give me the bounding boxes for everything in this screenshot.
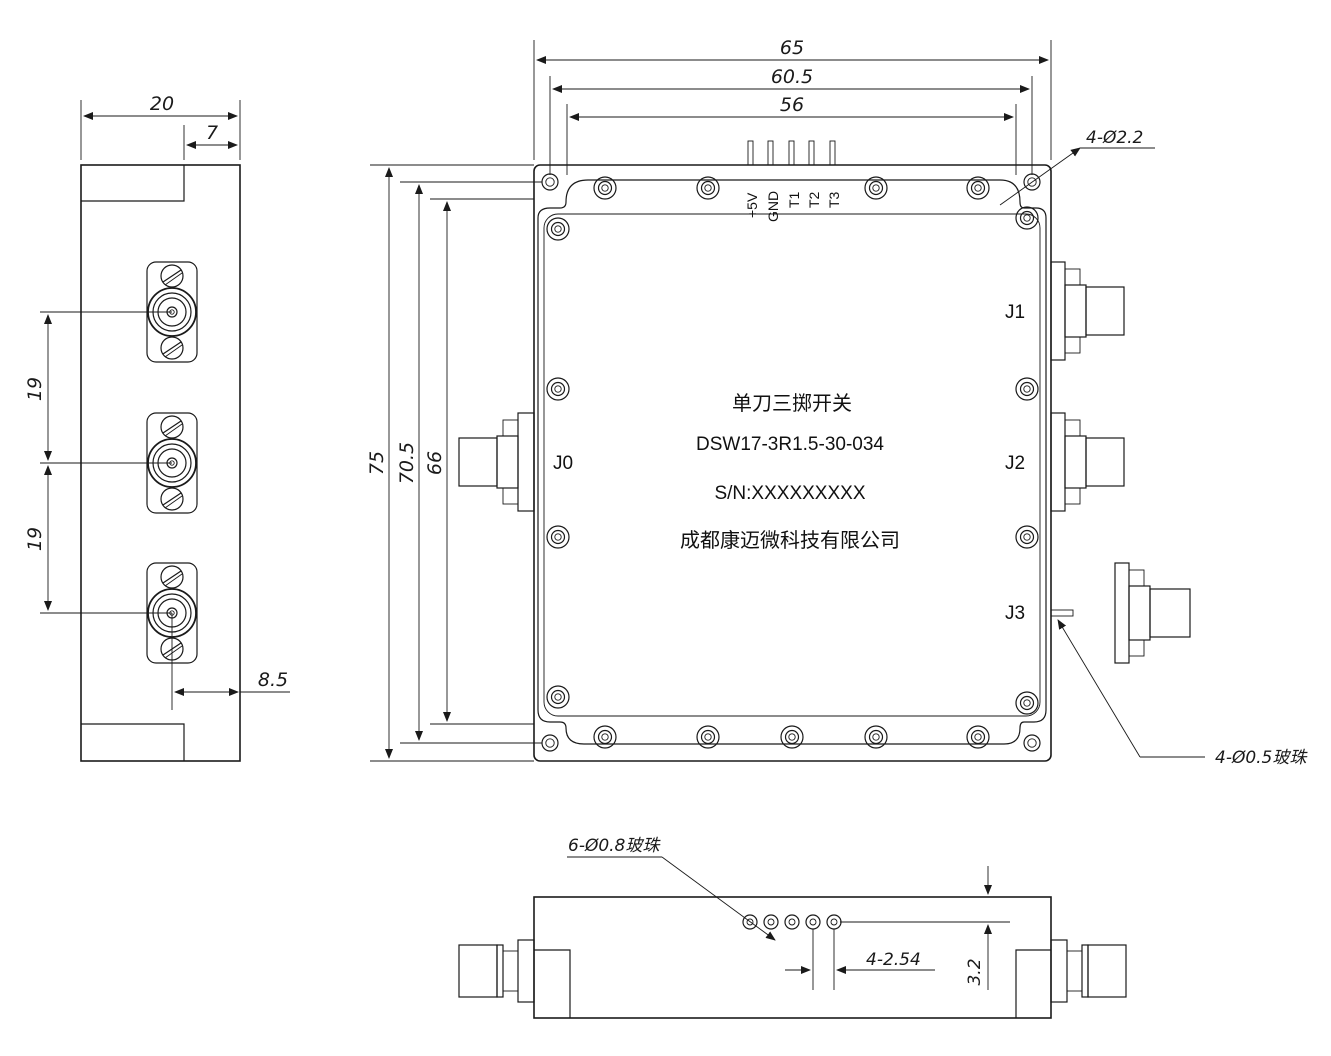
bottom-height-dim: 3.2: [965, 958, 985, 985]
company-name: 成都康迈微科技有限公司: [680, 528, 900, 552]
hole-note: 4-Ø2.2: [1086, 128, 1143, 148]
module-flange: [533, 164, 1052, 762]
pin-label-t2: T2: [806, 191, 822, 208]
sma-connector-j2: [1050, 412, 1125, 512]
serial-number: S/N:XXXXXXXXX: [714, 483, 865, 504]
side-offset-dim: 7: [206, 122, 218, 144]
port-label-j1: J1: [1005, 302, 1025, 323]
dim-width-inner: 56: [780, 94, 804, 116]
pin-label-t3: T3: [826, 191, 842, 208]
pin-label-5v: +5V: [744, 192, 760, 218]
dim-height-inner: 66: [424, 451, 446, 475]
dc-pins: [747, 140, 836, 166]
side-pitch-dim-1: 19: [24, 377, 46, 401]
pin-pitch-note: 4-2.54: [866, 950, 921, 970]
bottom-sma-connector-right: [1050, 939, 1127, 1003]
port-label-j0: J0: [553, 453, 573, 474]
bottom-bead-note: 6-Ø0.8玻珠: [568, 836, 661, 856]
side-width-dim: 20: [150, 93, 174, 115]
port-label-j2: J2: [1005, 453, 1025, 474]
pin-label-gnd: GND: [765, 191, 781, 222]
sma-connector-j0: [458, 412, 535, 512]
product-name: 单刀三掷开关: [732, 391, 852, 415]
dim-height-mid: 70.5: [396, 442, 418, 484]
bottom-glass-beads: [742, 914, 842, 930]
bead-note: 4-Ø0.5玻珠: [1215, 748, 1308, 768]
dim-height-outer: 75: [366, 451, 388, 475]
side-edge-dim: 8.5: [258, 669, 288, 691]
side-view: 20 7 19 19 8.5: [24, 93, 290, 762]
sma-connector-j3: [1114, 562, 1191, 664]
j3-glass-bead: [1050, 609, 1074, 617]
dim-width-mid: 60.5: [771, 66, 813, 88]
port-label-j3: J3: [1005, 603, 1025, 624]
side-pitch-dim-2: 19: [24, 527, 46, 551]
dim-width-outer: 65: [780, 37, 804, 59]
bottom-view: 6-Ø0.8玻珠 4-2.54 3.2: [458, 836, 1127, 1019]
top-view: +5V GND T1 T2 T3 单刀三掷开关 DSW17-3R1.5-30-0…: [366, 37, 1308, 768]
bottom-body: [533, 896, 1052, 1019]
product-model: DSW17-3R1.5-30-034: [696, 434, 884, 455]
sma-connector-j1: [1050, 261, 1125, 361]
bottom-sma-connector-left: [458, 939, 535, 1003]
pin-label-t1: T1: [786, 191, 802, 208]
